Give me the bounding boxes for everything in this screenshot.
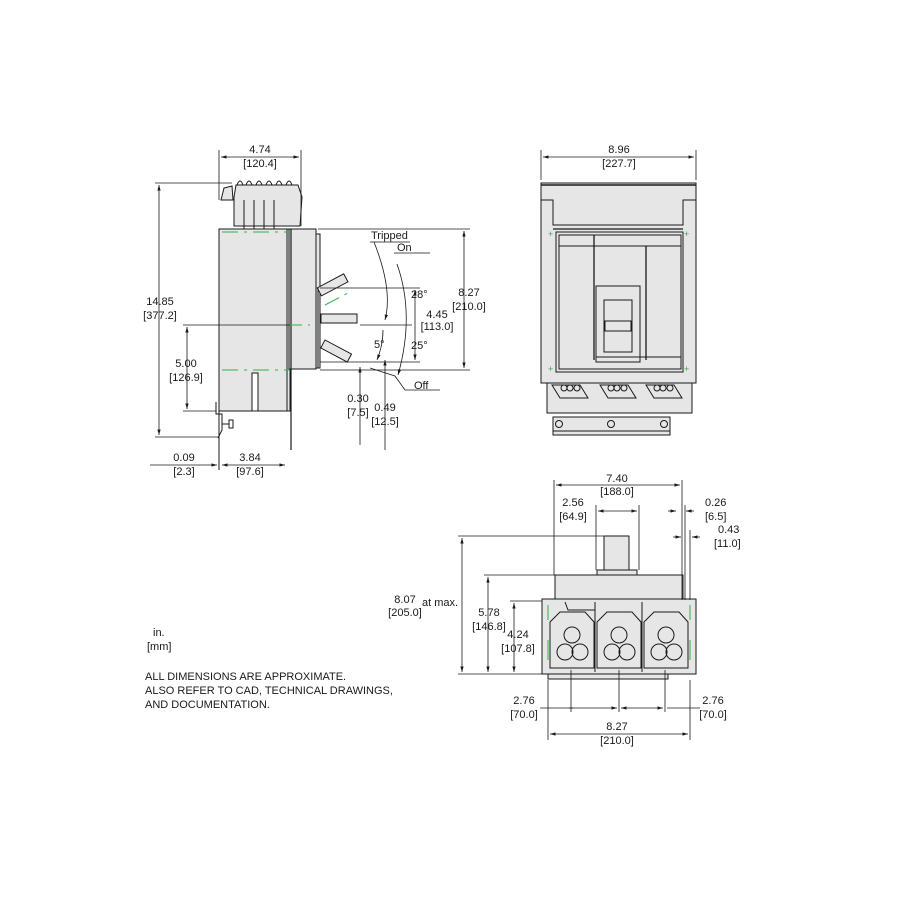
svg-text:[70.0]: [70.0] bbox=[510, 709, 538, 721]
front-dimensions bbox=[540, 150, 697, 180]
bottom-centerlines bbox=[547, 605, 691, 660]
svg-text:0.30: 0.30 bbox=[347, 393, 368, 405]
svg-text:0.26: 0.26 bbox=[705, 497, 726, 509]
svg-text:[126.9]: [126.9] bbox=[169, 372, 203, 384]
svg-text:7.40: 7.40 bbox=[606, 473, 627, 485]
svg-text:[2.3]: [2.3] bbox=[173, 466, 194, 478]
units-legend-mm: [mm] bbox=[147, 640, 171, 654]
note-line-2: ALSO REFER TO CAD, TECHNICAL DRAWINGS, bbox=[145, 685, 393, 697]
svg-text:+: + bbox=[684, 229, 689, 239]
bottom-dim-labels: 7.40 [188.0] 2.56 [64.9] 0.26 [6.5] 0.43… bbox=[388, 473, 741, 747]
svg-text:Off: Off bbox=[414, 380, 429, 392]
svg-text:[210.0]: [210.0] bbox=[600, 735, 634, 747]
svg-text:On: On bbox=[397, 242, 412, 254]
svg-text:[7.5]: [7.5] bbox=[347, 407, 368, 419]
unit-inches: in. bbox=[153, 627, 165, 639]
svg-text:0.09: 0.09 bbox=[173, 452, 194, 464]
svg-text:[210.0]: [210.0] bbox=[452, 301, 486, 313]
side-dimensions bbox=[150, 150, 470, 467]
disclaimer-note: ALL DIMENSIONS ARE APPROXIMATE. ALSO REF… bbox=[145, 670, 393, 712]
svg-text:4.74: 4.74 bbox=[249, 144, 270, 156]
svg-text:[146.8]: [146.8] bbox=[472, 621, 506, 633]
svg-text:0.49: 0.49 bbox=[374, 402, 395, 414]
svg-text:4.24: 4.24 bbox=[507, 629, 528, 641]
svg-text:[377.2]: [377.2] bbox=[143, 310, 177, 322]
svg-text:5°: 5° bbox=[374, 339, 385, 351]
side-dim-labels: 4.74 [120.4] 14.85 [377.2] 5.00 [126.9] … bbox=[143, 144, 486, 478]
svg-text:[11.0]: [11.0] bbox=[714, 538, 741, 550]
svg-text:28°: 28° bbox=[411, 289, 428, 301]
svg-text:[6.5]: [6.5] bbox=[705, 511, 726, 523]
svg-text:8.07: 8.07 bbox=[394, 594, 415, 606]
unit-mm: [mm] bbox=[147, 641, 172, 653]
svg-text:25°: 25° bbox=[411, 340, 428, 352]
svg-text:5.00: 5.00 bbox=[175, 358, 196, 370]
svg-text:2.56: 2.56 bbox=[562, 497, 583, 509]
svg-text:+: + bbox=[548, 229, 553, 239]
svg-text:4.45: 4.45 bbox=[426, 309, 447, 321]
svg-text:5.78: 5.78 bbox=[478, 607, 499, 619]
svg-text:[188.0]: [188.0] bbox=[600, 486, 634, 498]
svg-text:8.27: 8.27 bbox=[458, 287, 479, 299]
svg-text:+: + bbox=[548, 364, 553, 374]
svg-text:[120.4]: [120.4] bbox=[243, 158, 277, 170]
svg-text:[64.9]: [64.9] bbox=[559, 511, 587, 523]
svg-text:2.76: 2.76 bbox=[702, 695, 723, 707]
front-centerline-marks: + + + + bbox=[548, 229, 689, 374]
svg-text:8.27: 8.27 bbox=[606, 721, 627, 733]
svg-text:2.76: 2.76 bbox=[513, 695, 534, 707]
svg-text:0.43: 0.43 bbox=[718, 524, 739, 536]
svg-text:[205.0]: [205.0] bbox=[388, 607, 422, 619]
note-line-1: ALL DIMENSIONS ARE APPROXIMATE. bbox=[145, 671, 347, 683]
svg-text:[12.5]: [12.5] bbox=[371, 416, 399, 428]
svg-text:[97.6]: [97.6] bbox=[236, 466, 264, 478]
bottom-view bbox=[541, 535, 697, 680]
units-legend: in. bbox=[153, 626, 165, 640]
svg-text:[113.0]: [113.0] bbox=[421, 321, 454, 333]
svg-text:at max.: at max. bbox=[422, 597, 458, 609]
svg-text:[107.8]: [107.8] bbox=[501, 643, 535, 655]
front-dim-labels: 8.96 [227.7] bbox=[602, 144, 636, 170]
note-line-3: AND DOCUMENTATION. bbox=[145, 699, 270, 711]
svg-text:Tripped: Tripped bbox=[371, 230, 408, 242]
svg-text:[227.7]: [227.7] bbox=[602, 158, 636, 170]
svg-text:3.84: 3.84 bbox=[239, 452, 260, 464]
svg-text:[70.0]: [70.0] bbox=[699, 709, 727, 721]
side-view bbox=[215, 180, 358, 470]
svg-text:14.85: 14.85 bbox=[146, 296, 174, 308]
svg-text:+: + bbox=[684, 364, 689, 374]
svg-text:8.96: 8.96 bbox=[608, 144, 629, 156]
bottom-dimensions bbox=[458, 480, 700, 740]
front-view bbox=[540, 182, 697, 436]
